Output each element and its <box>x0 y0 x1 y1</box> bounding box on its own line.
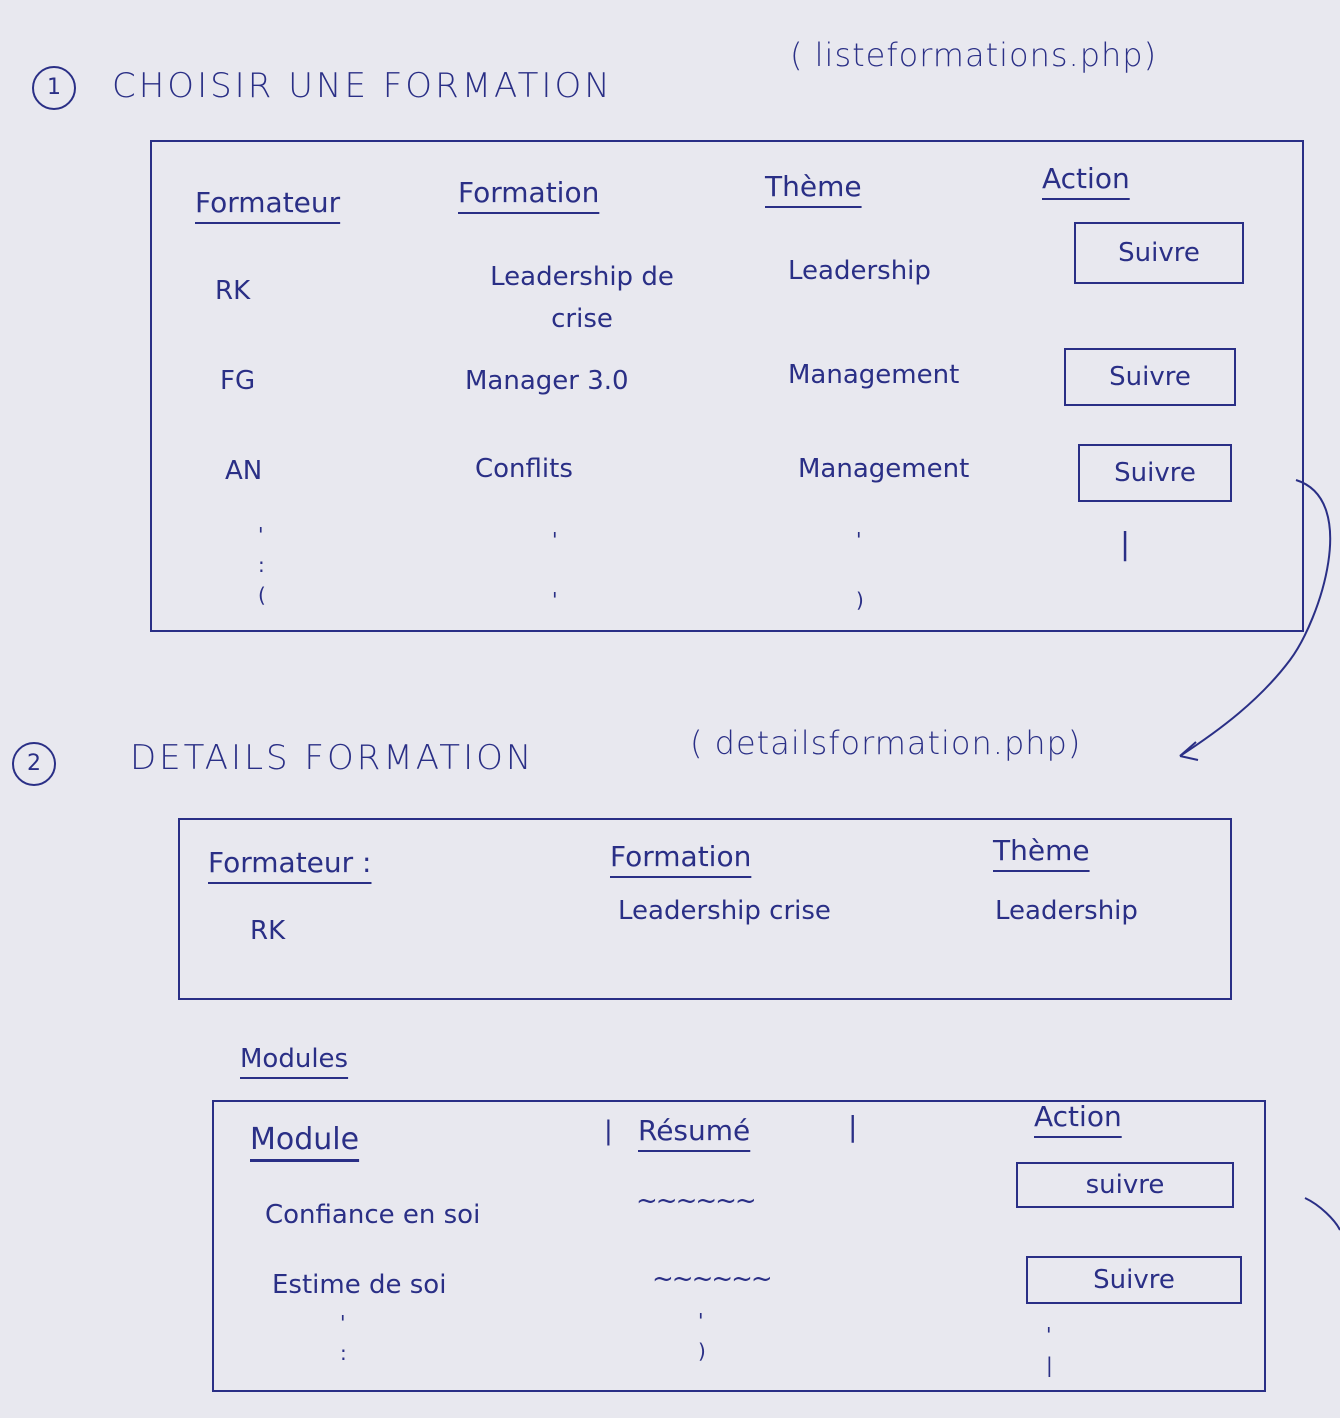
row3-theme: Management <box>798 454 970 484</box>
section1-filename: ( listeformations.php) <box>790 36 1158 74</box>
row2-formation: Manager 3.0 <box>465 366 629 396</box>
row2-formateur: FG <box>220 366 256 396</box>
detail-value-formateur: RK <box>250 916 286 946</box>
formations-table-frame <box>150 140 1304 632</box>
col-header-theme: Thème <box>765 170 862 203</box>
continuation-marks: ': <box>340 1311 347 1365</box>
continuation-marks: ':( <box>258 523 266 607</box>
modules-title: Modules <box>240 1044 349 1074</box>
module-header-action: Action <box>1034 1100 1122 1133</box>
module1-resume: ~~~~~~ <box>636 1186 757 1216</box>
detail-header-formation: Formation <box>610 840 752 873</box>
detail-header-formateur: Formateur : <box>208 846 372 879</box>
column-divider: | <box>848 1110 858 1143</box>
module2-resume: ~~~~~~ <box>652 1264 773 1294</box>
row1-theme: Leadership <box>788 256 931 286</box>
col-header-formateur: Formateur <box>195 186 341 219</box>
detail-value-theme: Leadership <box>995 896 1138 926</box>
col-header-formation: Formation <box>458 176 600 209</box>
arrow-offpage <box>1304 1197 1340 1231</box>
section2-title: DETAILS FORMATION <box>130 738 535 778</box>
module2-name: Estime de soi <box>272 1270 447 1300</box>
continuation-marks: ') <box>698 1309 706 1363</box>
module-header-resume: Résumé <box>638 1114 751 1147</box>
row2-theme: Management <box>788 360 960 390</box>
suivre-button-module2[interactable]: Suivre <box>1026 1256 1242 1304</box>
arrow-head-icon <box>1179 741 1199 761</box>
row1-formation: Leadership de crise <box>490 262 674 334</box>
modules-table-frame <box>212 1100 1266 1392</box>
continuation-marks: | <box>1120 527 1131 562</box>
detail-value-formation: Leadership crise <box>618 896 831 926</box>
section2-filename: ( detailsformation.php) <box>690 724 1082 762</box>
suivre-button-row3[interactable]: Suivre <box>1078 444 1232 502</box>
suivre-button-module1[interactable]: suivre <box>1016 1162 1234 1208</box>
row3-formation: Conflits <box>475 454 573 484</box>
row3-formateur: AN <box>225 456 263 486</box>
section-number-2: 2 <box>12 742 56 786</box>
continuation-marks: '| <box>1046 1323 1053 1377</box>
continuation-marks: ') <box>856 528 864 612</box>
suivre-button-row1[interactable]: Suivre <box>1074 222 1244 284</box>
continuation-marks: '' <box>552 528 558 612</box>
detail-header-theme: Thème <box>993 834 1090 867</box>
col-header-action: Action <box>1042 162 1130 195</box>
section1-title: CHOISIR UNE FORMATION <box>112 66 613 106</box>
section-number-1: 1 <box>32 66 76 110</box>
details-frame <box>178 818 1232 1000</box>
suivre-button-row2[interactable]: Suivre <box>1064 348 1236 406</box>
column-divider: | <box>604 1116 613 1146</box>
module-header-module: Module <box>250 1122 360 1157</box>
module1-name: Confiance en soi <box>265 1200 481 1230</box>
row1-formateur: RK <box>215 276 251 306</box>
